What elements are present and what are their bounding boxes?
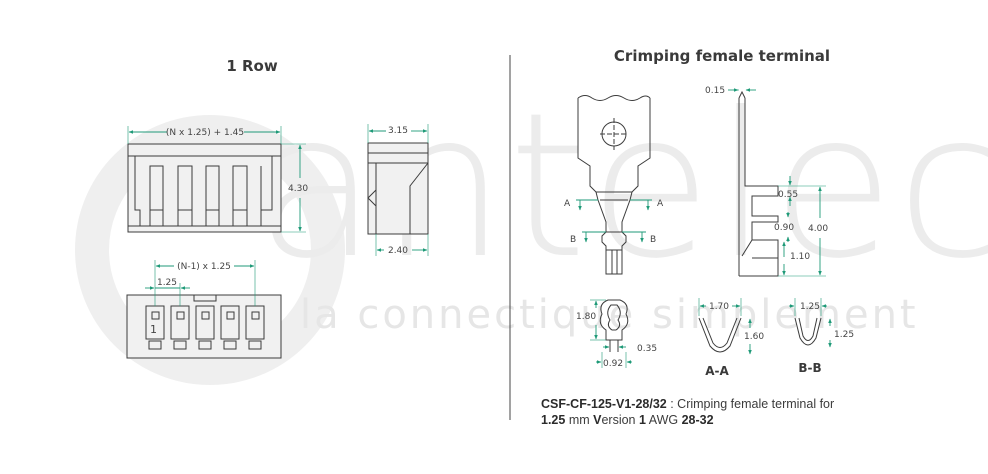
section-bb-view xyxy=(794,317,822,346)
caption-t1: mm xyxy=(565,413,594,427)
watermark-logo-ring xyxy=(75,115,345,385)
part-caption: CSF-CF-125-V1-28/32 : Crimping female te… xyxy=(541,396,961,428)
caption-t2: ersion xyxy=(601,413,639,427)
dim-housing-width: (N x 1.25) + 1.45 xyxy=(166,128,244,138)
housing-side-view xyxy=(367,142,429,235)
dim-400: 4.00 xyxy=(808,224,828,234)
section-aa-view xyxy=(698,317,742,353)
caption-v: V xyxy=(593,413,602,427)
terminal-end-view xyxy=(599,299,629,352)
watermark-tagline: la connectique simplement xyxy=(300,292,919,338)
dim-bb-width: 1.25 xyxy=(800,302,820,312)
dim-housing-height: 4.30 xyxy=(288,184,308,194)
pin-one-label: 1 xyxy=(150,323,157,336)
dim-110: 1.10 xyxy=(790,252,810,262)
dim-aa-height: 1.60 xyxy=(744,332,764,342)
caption-code: CSF-CF-125-V1-28/32 xyxy=(541,397,667,411)
left-title: 1 Row xyxy=(226,57,278,75)
dim-side-bottom: 2.40 xyxy=(388,246,408,256)
section-b-left: B xyxy=(570,235,576,245)
dim-pitch-formula: (N-1) x 1.25 xyxy=(177,262,231,272)
caption-sep: : Crimping female terminal for xyxy=(666,397,835,411)
dim-thickness: 0.15 xyxy=(705,86,725,96)
right-title: Crimping female terminal xyxy=(614,47,830,65)
section-a-right: A xyxy=(657,199,664,209)
dim-aa-width: 1.70 xyxy=(709,302,729,312)
dim-055: 0.55 xyxy=(778,190,798,200)
caption-n2: 1 xyxy=(639,413,646,427)
caption-n3: 28-32 xyxy=(681,413,714,427)
section-a-left: A xyxy=(564,199,571,209)
section-b-right: B xyxy=(650,235,656,245)
dim-pitch: 1.25 xyxy=(157,278,177,288)
dim-035: 0.35 xyxy=(637,344,657,354)
housing-front-view xyxy=(127,143,282,233)
terminal-front-view xyxy=(577,95,651,275)
dim-090: 0.90 xyxy=(774,223,794,233)
dim-side-width: 3.15 xyxy=(388,126,408,136)
label-bb: B-B xyxy=(798,361,821,375)
dim-180: 1.80 xyxy=(576,312,596,322)
label-aa: A-A xyxy=(705,364,729,378)
housing-top-view: 1 xyxy=(126,294,282,359)
caption-n1: 1.25 xyxy=(541,413,566,427)
dim-092: 0.92 xyxy=(603,359,623,369)
caption-t3: AWG xyxy=(645,413,682,427)
dim-bb-height: 1.25 xyxy=(834,330,854,340)
